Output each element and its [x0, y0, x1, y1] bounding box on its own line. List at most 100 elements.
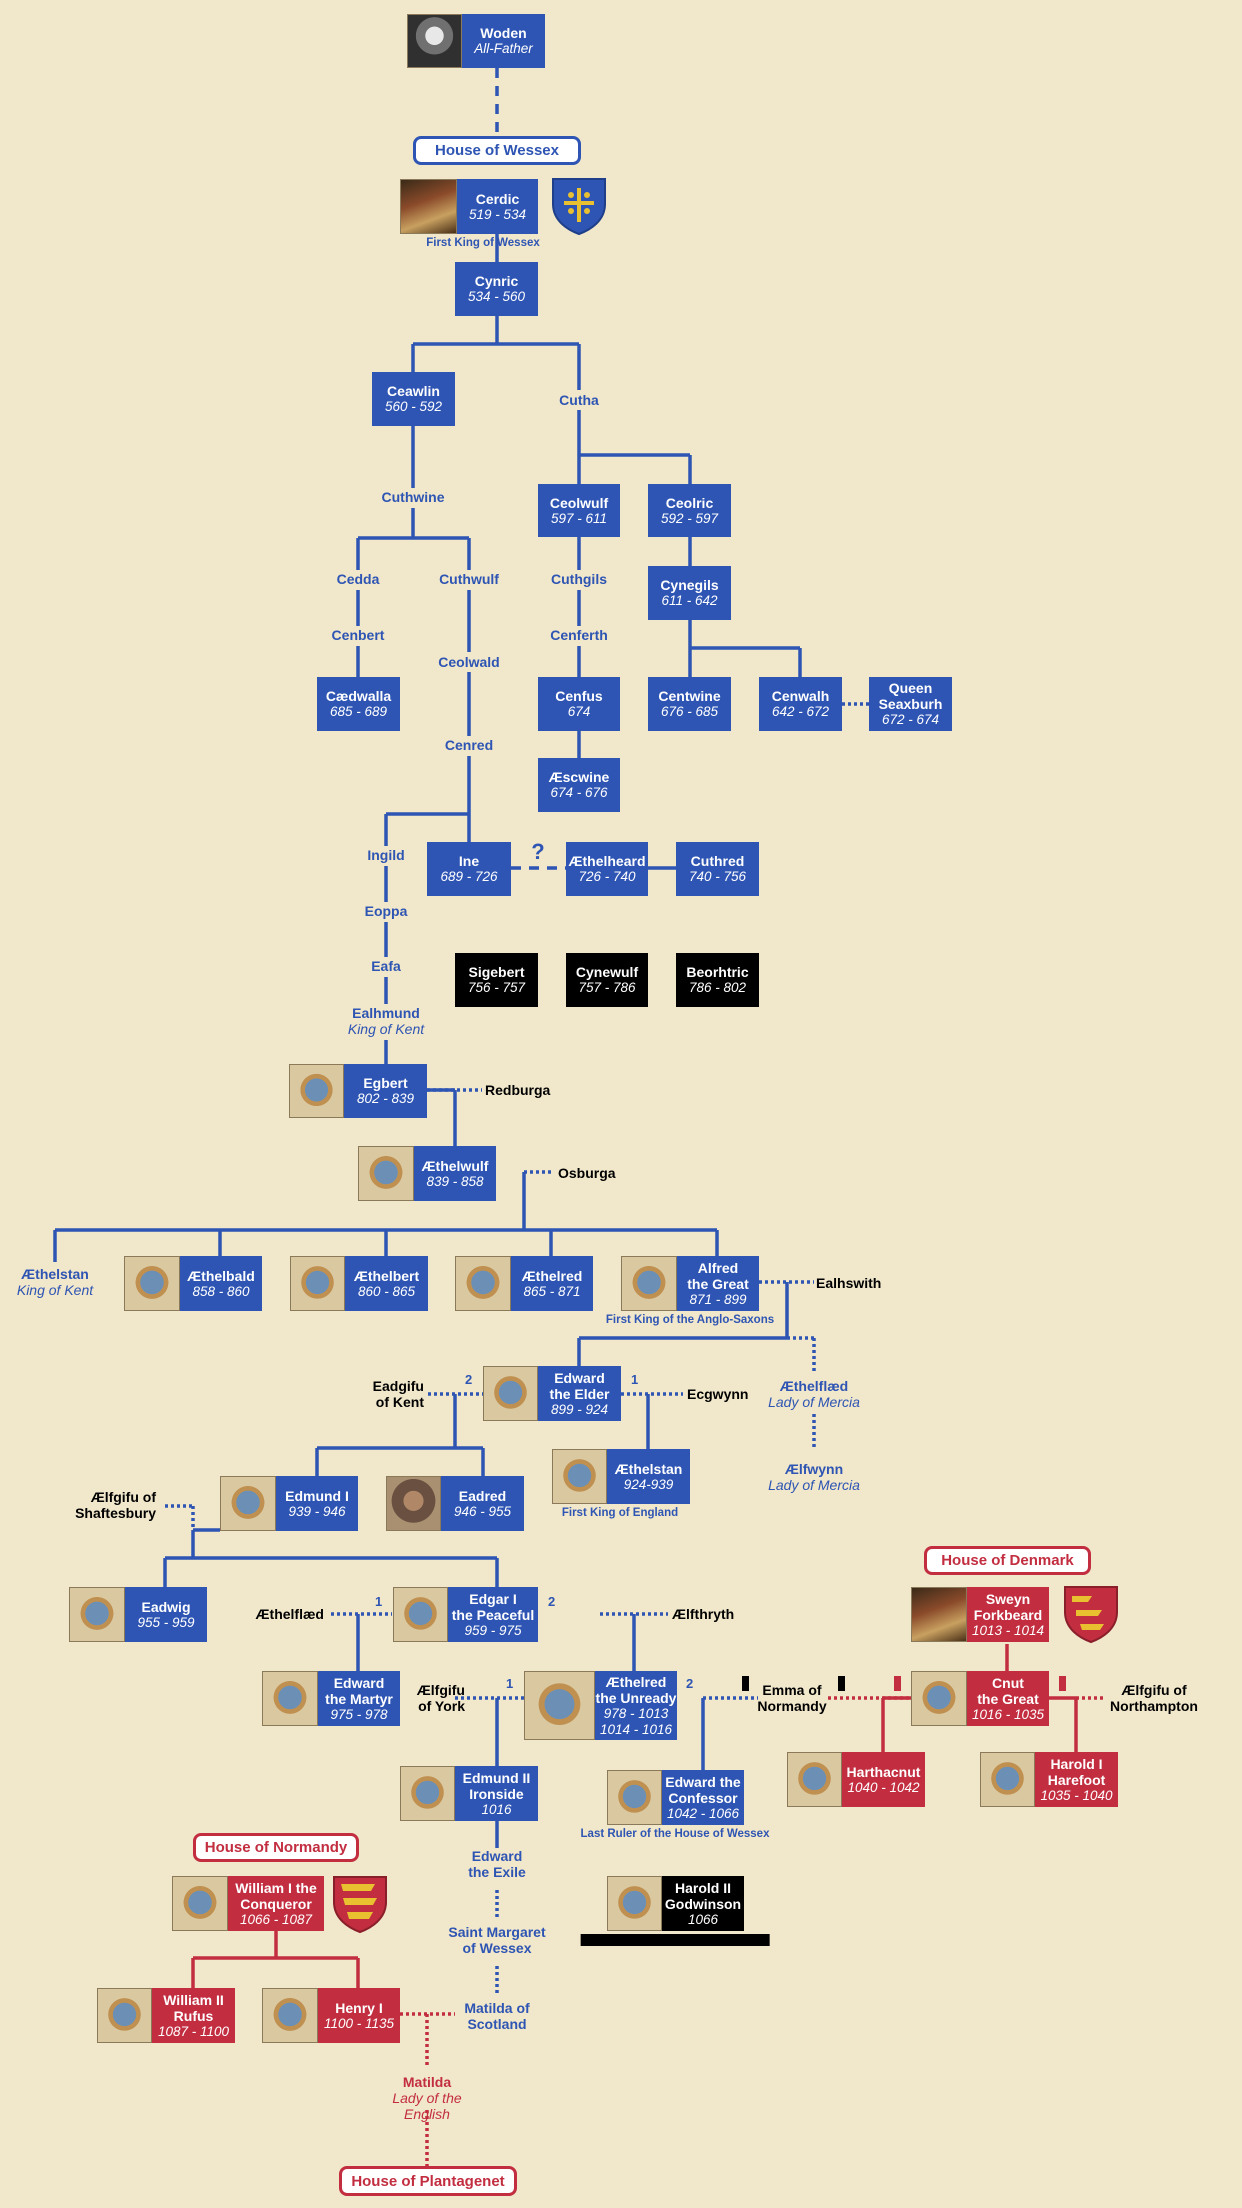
person-dates: 865 - 871	[523, 1283, 581, 1299]
wessex-shield-icon	[552, 178, 606, 236]
person-name: Ælfwynn	[784, 1461, 844, 1477]
person-cnut: Cnut the Great 1016 - 1035	[967, 1671, 1049, 1726]
person-name-line2: Harefoot	[1047, 1771, 1106, 1788]
person-cenwalh: Cenwalh 642 - 672	[759, 677, 842, 731]
person-name-line2: Normandy	[757, 1698, 827, 1714]
alfred-caption: First King of the Anglo-Saxons	[605, 1314, 775, 1326]
person-dates: 689 - 726	[440, 869, 498, 884]
harold1-portrait	[980, 1752, 1035, 1807]
person-name: Æthelbald	[187, 1267, 255, 1284]
person-name-line2: the Great	[977, 1690, 1039, 1707]
aethelbert-portrait	[290, 1256, 345, 1311]
person-sub: All-Father	[474, 41, 533, 56]
person-dates: 642 - 672	[771, 704, 830, 719]
marriage-number-aelfgifu-york: 1	[506, 1676, 514, 1691]
person-aethelstan: Æthelstan 924-939	[607, 1449, 690, 1504]
person-beorhtric: Beorhtric 786 - 802	[676, 953, 759, 1007]
person-margaret: Saint Margaret of Wessex	[448, 1924, 545, 1956]
person-name-line2: the Unready	[595, 1689, 677, 1706]
person-dates: 534 - 560	[467, 289, 526, 304]
marriage-number-emma-aethelred: 2	[686, 1676, 694, 1691]
person-dates: 592 - 597	[660, 510, 719, 526]
harold2-portrait	[607, 1876, 662, 1931]
person-name: Ceolric	[665, 494, 714, 511]
person-alfred: Alfred the Great 871 - 899	[677, 1256, 759, 1311]
person-name-line2: Rufus	[173, 2007, 214, 2024]
person-name: Woden	[480, 25, 527, 41]
person-dates: 955 - 959	[137, 1614, 195, 1630]
person-ceolwulf: Ceolwulf 597 - 611	[538, 484, 620, 537]
person-name: Edmund I	[285, 1487, 349, 1504]
marriage-number-eadgifu: 2	[465, 1372, 473, 1387]
person-name: Harthacnut	[846, 1763, 921, 1780]
person-name: Æthelflæd	[779, 1378, 849, 1394]
aethelstan-caption: First King of England	[561, 1507, 679, 1519]
person-name: Queen	[888, 680, 933, 696]
person-name: Edward	[554, 1369, 605, 1386]
person-name-line2: Northampton	[1110, 1698, 1198, 1714]
person-name: Eadgifu	[372, 1378, 424, 1394]
person-name: Ine	[458, 853, 480, 869]
person-name-line2: the Peaceful	[451, 1606, 535, 1623]
person-name: Cynegils	[660, 577, 719, 593]
person-cenbert: Cenbert	[331, 627, 385, 643]
person-name: Ealhmund	[352, 1005, 420, 1021]
person-name: Æthelred	[521, 1267, 583, 1284]
henry1-portrait	[262, 1988, 318, 2043]
person-name: Æthelstan	[614, 1460, 683, 1477]
person-ealhswith: Ealhswith	[816, 1275, 882, 1291]
person-edmund2: Edmund II Ironside 1016	[455, 1766, 538, 1821]
person-dates: 975 - 978	[330, 1706, 388, 1722]
person-name-line2: of Wessex	[462, 1940, 532, 1956]
person-sub: King of Kent	[16, 1282, 94, 1298]
person-name: Æthelstan	[21, 1266, 89, 1282]
house-of-plantagenet: House of Plantagenet	[339, 2166, 517, 2196]
person-edgar: Edgar I the Peaceful 959 - 975	[448, 1587, 538, 1642]
person-dates: 1013 - 1014	[971, 1622, 1045, 1638]
person-dates: 924-939	[623, 1476, 674, 1492]
person-edward-confessor: Edward the Confessor 1042 - 1066	[662, 1770, 744, 1825]
person-william2: William II Rufus 1087 - 1100	[152, 1988, 235, 2043]
person-dates: 740 - 756	[688, 869, 747, 884]
person-name-line2: Shaftesbury	[75, 1505, 156, 1521]
marriage-number-emma-left: 1	[742, 1676, 750, 1691]
person-dates: 597 - 611	[550, 510, 608, 526]
person-aethelred2: Æthelred the Unready 978 - 1013 1014 - 1…	[595, 1671, 677, 1740]
egbert-portrait	[289, 1064, 344, 1118]
person-name: Æthelwulf	[421, 1157, 489, 1174]
person-dates: 899 - 924	[550, 1401, 609, 1417]
person-name: Cynewulf	[575, 964, 639, 980]
person-dates: 611 - 642	[661, 593, 718, 608]
person-name-line2: the Martyr	[325, 1690, 393, 1707]
edward-confessor-caption: Last Ruler of the House of Wessex	[580, 1828, 770, 1840]
person-name: Eadwig	[141, 1598, 191, 1615]
person-dates: 1035 - 1040	[1040, 1787, 1113, 1803]
person-name-line2: Scotland	[467, 2016, 527, 2032]
person-dates: 757 - 786	[578, 980, 636, 995]
edward-confessor-portrait	[607, 1770, 662, 1825]
person-sweyn: Sweyn Forkbeard 1013 - 1014	[967, 1587, 1049, 1642]
person-name: Cenfus	[555, 688, 603, 704]
person-name: Edmund II	[462, 1769, 531, 1786]
person-matilda-scotland: Matilda of Scotland	[464, 2000, 529, 2032]
person-henry1: Henry I 1100 - 1135	[318, 1988, 400, 2043]
marriage-number-emma-right: 2	[838, 1676, 846, 1691]
person-cynric: Cynric 534 - 560	[455, 262, 538, 316]
person-aethelflaed: Æthelflæd Lady of Mercia	[768, 1378, 860, 1410]
person-dates: 672 - 674	[881, 712, 940, 727]
person-egbert: Egbert 802 - 839	[344, 1064, 427, 1118]
person-name-line2: the Great	[687, 1275, 749, 1292]
person-aethelbert: Æthelbert 860 - 865	[345, 1256, 428, 1311]
house-of-denmark: House of Denmark	[924, 1546, 1091, 1575]
sweyn-portrait	[911, 1587, 967, 1642]
person-name-line2: Ironside	[469, 1785, 524, 1802]
marriage-number-aelfthryth: 2	[548, 1594, 556, 1609]
person-aescwine: Æscwine 674 - 676	[538, 758, 620, 812]
person-dates: 685 - 689	[329, 704, 388, 719]
person-name: Edward	[333, 1674, 385, 1691]
marriage-number-aethelflaed2: 1	[375, 1594, 383, 1609]
person-name: Alfred	[697, 1259, 739, 1276]
person-name: Edgar I	[469, 1590, 517, 1607]
person-cuthgils: Cuthgils	[551, 571, 607, 587]
